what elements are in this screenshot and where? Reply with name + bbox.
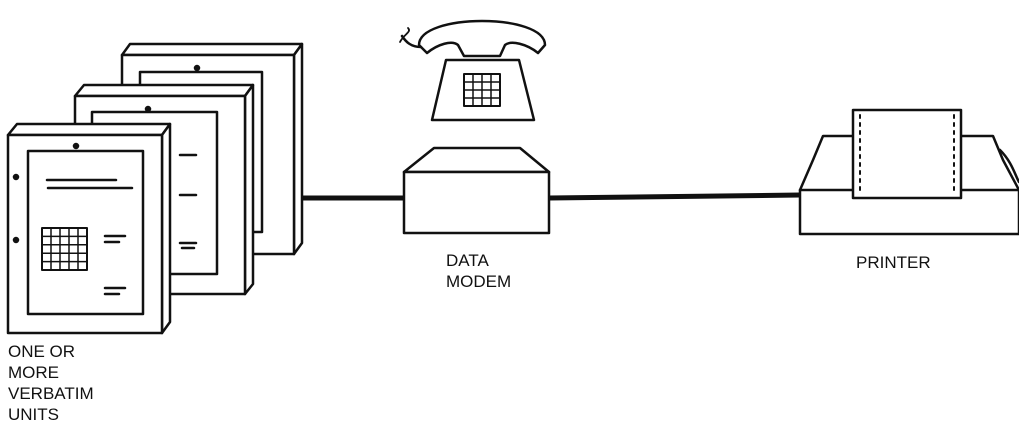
data-modem-icon [402, 146, 551, 235]
data-modem-label: DATA MODEM [446, 250, 511, 292]
printer-label: PRINTER [856, 253, 931, 272]
printer-icon [798, 108, 1019, 236]
verbatim-units-label-line-2: MORE [8, 363, 59, 382]
verbatim-units-label-line-3: VERBATIM [8, 384, 94, 403]
data-modem-label-line-1: DATA [446, 251, 489, 270]
verbatim-unit-icon-front [6, 122, 172, 335]
cable-modem-to-printer [546, 192, 803, 201]
telephone-icon [399, 19, 547, 122]
verbatim-units-label-line-4: UNITS [8, 405, 59, 424]
data-modem-label-line-2: MODEM [446, 272, 512, 291]
verbatim-units-label-line-1: ONE OR [8, 342, 76, 361]
verbatim-units-label: ONE OR MORE VERBATIM UNITS [8, 341, 94, 425]
